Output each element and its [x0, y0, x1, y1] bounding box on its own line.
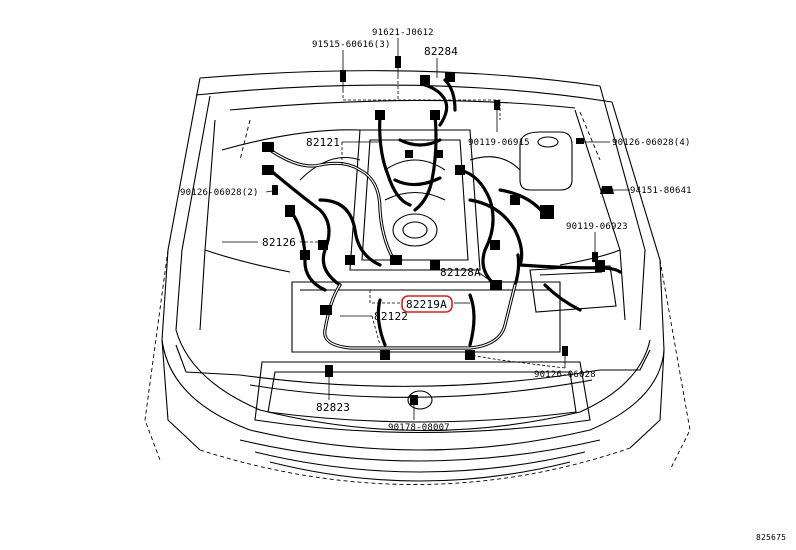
callout-82126: 82126: [262, 236, 296, 249]
bolt-icon: [272, 185, 278, 195]
callout-90178-08007: 90178-08007: [388, 423, 450, 433]
callout-82284: 82284: [424, 45, 458, 58]
callout-90119-06915: 90119-06915: [468, 138, 530, 148]
bolt-icon: [494, 100, 500, 110]
callout-94151-80641: 94151-80641: [630, 186, 692, 196]
callout-82121: 82121: [306, 136, 340, 149]
leader-lines: [222, 38, 630, 420]
callout-91515-60616: 91515-60616(3): [312, 40, 391, 50]
callout-82128a: 82128A: [440, 266, 481, 279]
engine-block: [299, 129, 521, 271]
clip-icon: [600, 186, 614, 194]
callout-91621-j0612: 91621-J0612: [372, 28, 434, 38]
callout-90119-06923: 90119-06923: [566, 222, 628, 232]
engine-wiring-harness: [262, 72, 622, 405]
callout-90126-06028-2: 90126-06028(2): [180, 188, 259, 198]
bolt-icon: [562, 346, 568, 356]
diagram-id: 825675: [756, 533, 786, 542]
callout-90126-06028: 90126-06028: [534, 370, 596, 380]
vehicle-body: [144, 70, 691, 485]
harness-connectors: [262, 72, 605, 405]
bolt-icon: [592, 252, 598, 262]
fasteners: [272, 56, 614, 356]
bolt-icon: [340, 70, 346, 90]
bolt-icon: [395, 56, 401, 76]
callout-82219a: 82219A: [406, 298, 447, 311]
callout-90126-06028-4: 90126-06028(4): [612, 138, 691, 148]
callout-82122: 82122: [374, 310, 408, 323]
callout-82823: 82823: [316, 401, 350, 414]
bolt-icon: [576, 138, 584, 144]
callout-highlight: [401, 295, 453, 313]
callout-labels: 91621-J0612 91515-60616(3) 82284 90119-0…: [180, 28, 786, 542]
